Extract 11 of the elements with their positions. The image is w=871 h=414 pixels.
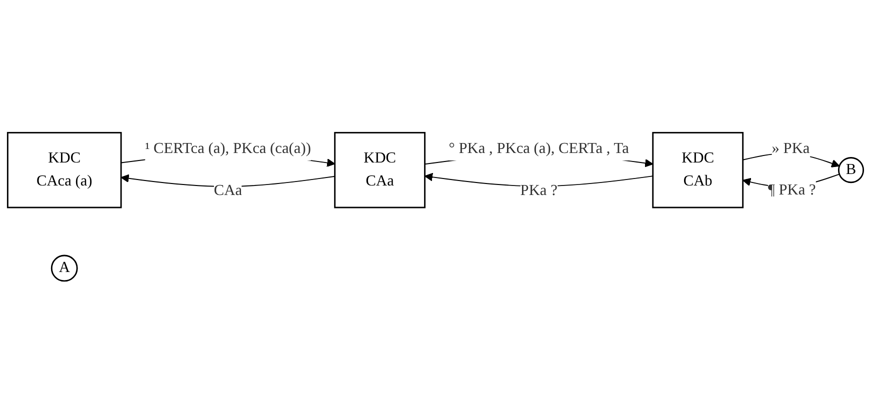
node-box: KDC CAa xyxy=(334,132,426,208)
edge-label: » PKa xyxy=(772,140,810,157)
edge-label: CAa xyxy=(214,182,242,200)
edge-label: ¹ CERTca (a), PKca (ca(a)) xyxy=(145,140,311,157)
edge-label: ° PKa , PKca (a), CERTa , Ta xyxy=(448,140,629,157)
edge-label: ¶ PKa ? xyxy=(768,182,816,199)
edge-label: PKa ? xyxy=(520,182,558,200)
node-circle: B xyxy=(838,157,864,184)
node-circle: A xyxy=(50,254,78,282)
node-box: KDC CAca (a) xyxy=(6,132,122,208)
node-box: KDC CAb xyxy=(652,132,744,208)
